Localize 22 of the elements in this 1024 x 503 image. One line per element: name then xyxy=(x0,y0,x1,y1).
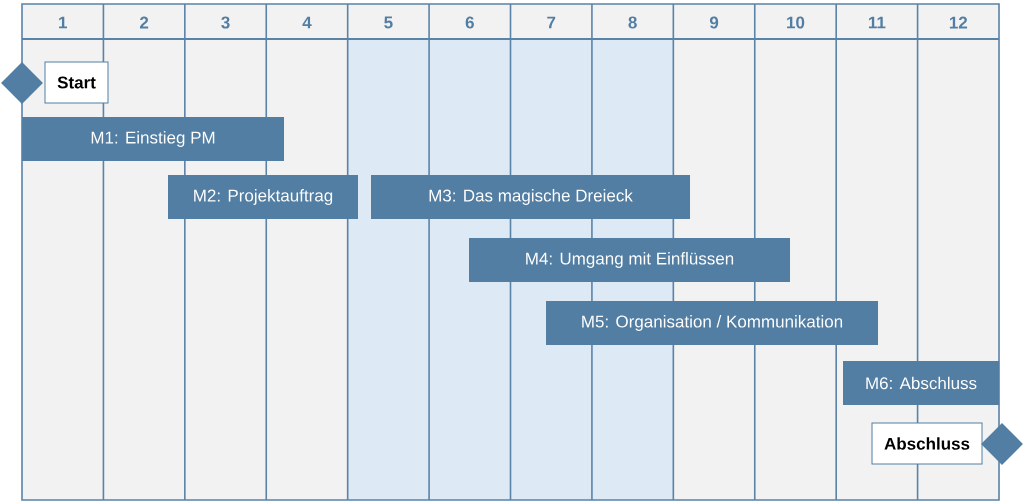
task-bar: M4: Umgang mit Einflüssen xyxy=(469,238,790,282)
milestone-label: Start xyxy=(44,61,109,104)
column-number: 8 xyxy=(628,16,637,29)
column-number: 2 xyxy=(140,16,149,29)
task-bar: M3: Das magische Dreieck xyxy=(371,175,690,219)
task-bar: M1: Einstieg PM xyxy=(22,117,284,161)
milestone-diamond xyxy=(1,62,43,104)
column-number: 3 xyxy=(221,16,230,29)
task-bar: M6: Abschluss xyxy=(843,361,999,405)
column-number: 9 xyxy=(709,16,719,29)
column-number: 6 xyxy=(465,16,474,29)
column-number: 5 xyxy=(384,16,393,29)
column-number: 11 xyxy=(868,16,886,29)
column-number: 7 xyxy=(547,16,556,29)
task-bar: M5: Organisation / Kommunikation xyxy=(546,301,878,345)
task-bar: M2: Projektauftrag xyxy=(168,175,358,219)
milestone-label: Abschluss xyxy=(871,422,983,465)
column-number: 10 xyxy=(787,16,805,29)
column-number: 4 xyxy=(302,16,312,29)
column-number: 1 xyxy=(59,16,67,29)
milestone-diamond xyxy=(981,423,1023,465)
column-number: 12 xyxy=(949,16,968,29)
